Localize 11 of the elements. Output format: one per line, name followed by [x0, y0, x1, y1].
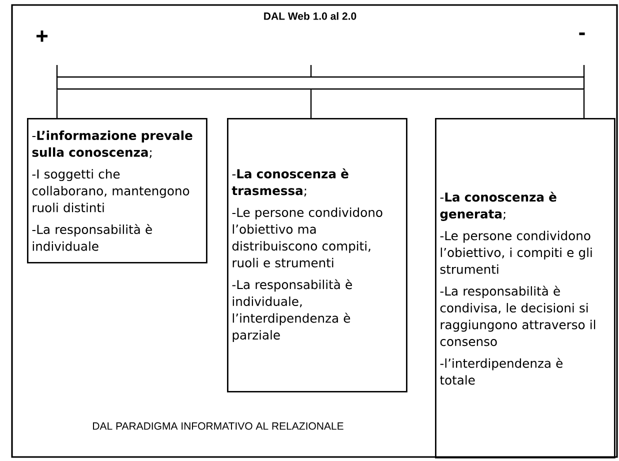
- text-box: -L’informazione prevale sulla conoscenza; -I soggetti che collaborano, mantengono ruoli distinti -La responsabilità è individuale: [27, 118, 208, 264]
- connector-line: [56, 90, 58, 118]
- scale-bar: [56, 76, 585, 90]
- text-box: -La conoscenza è generata; -Le persone condividono l’obiettivo, i compiti e gli strumenti -La responsabilità è condivisa, le decisioni si raggiungono attraverso il consenso -l’interdipendenza è totale: [435, 118, 616, 458]
- title: DAL Web 1.0 al 2.0: [264, 12, 356, 20]
- connector-line: [310, 90, 312, 118]
- text-box: -La conoscenza è trasmessa; -Le persone condividono l’obiettivo ma distribuiscono compiti, ruoli e strumenti -La responsabilità è individuale, l’interdipendenza è parziale: [227, 118, 408, 392]
- minus-sign: -: [579, 32, 585, 36]
- caption: DAL PARADIGMA INFORMATIVO AL RELAZIONALE: [93, 422, 344, 430]
- plus-sign: +: [36, 30, 48, 42]
- connector-line: [583, 90, 585, 118]
